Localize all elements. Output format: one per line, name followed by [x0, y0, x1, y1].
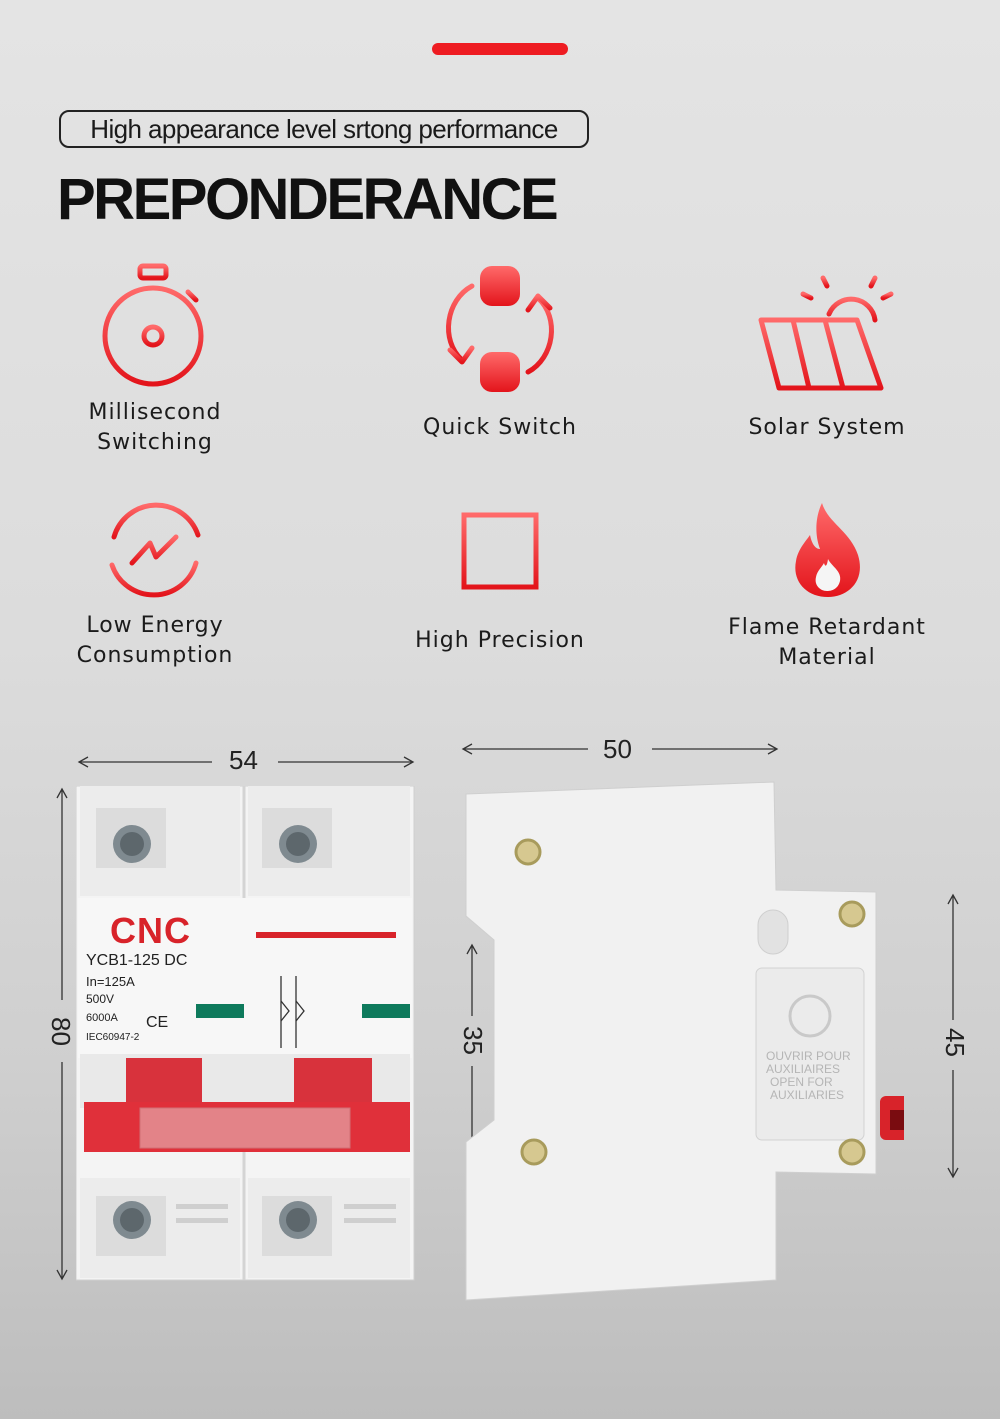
energy-icon [103, 502, 207, 598]
stopwatch-icon [102, 263, 204, 387]
feature-label: Low Energy Consumption [76, 613, 234, 668]
dimension-front-height: 80 [45, 1017, 76, 1046]
feature-low-energy: Low Energy Consumption [5, 495, 305, 695]
crosshair-icon [450, 499, 550, 601]
breaker-current: In=125A [86, 974, 135, 989]
feature-solar-system: Solar System [677, 262, 977, 462]
breaker-brand-logo: CNC [110, 910, 191, 951]
breaker-front-view: CNC YCB1-125 DC In=125A 500V 6000A CE IE… [76, 786, 416, 1282]
feature-label: Millisecond Switching [88, 400, 222, 455]
feature-quick-switch: Quick Switch [350, 262, 650, 462]
breaker-standard: IEC60947-2 [86, 1032, 140, 1043]
breaker-breaking-capacity: 6000A [86, 1012, 118, 1024]
breaker-side-body [465, 781, 904, 1301]
aux-label-french: OUVRIR POUR AUXILIAIRES [766, 1049, 851, 1076]
feature-label: Flame Retardant Material [728, 615, 926, 670]
breaker-front-body [76, 786, 415, 1281]
accent-bar [432, 43, 568, 55]
page-headline: PREPONDERANCE [57, 167, 559, 232]
breaker-model: YCB1-125 DC [86, 952, 188, 969]
flame-icon [795, 503, 860, 597]
feature-label: High Precision [415, 628, 585, 653]
aux-label-english: OPEN FOR AUXILIARIES [770, 1075, 845, 1102]
breaker-side-view: OUVRIR POUR AUXILIAIRES OPEN FOR AUXILIA… [464, 780, 904, 1304]
switch-arrows-icon [446, 266, 554, 392]
breaker-voltage: 500V [86, 992, 115, 1006]
feature-high-precision: High Precision [350, 495, 650, 695]
feature-flame-retardant: Flame Retardant Material [677, 495, 977, 695]
feature-label: Solar System [748, 415, 906, 440]
solar-panel-icon [758, 267, 894, 391]
dimension-side-height: 45 [939, 1028, 970, 1057]
feature-label: Quick Switch [423, 415, 577, 440]
feature-millisecond-switching: Millisecond Switching [5, 262, 305, 462]
breaker-ce-mark: CE [146, 1014, 169, 1031]
tagline-badge: High appearance level srtong performance [59, 110, 589, 148]
dimension-front-width: 54 [229, 745, 258, 775]
dimension-side-depth: 50 [603, 734, 632, 764]
